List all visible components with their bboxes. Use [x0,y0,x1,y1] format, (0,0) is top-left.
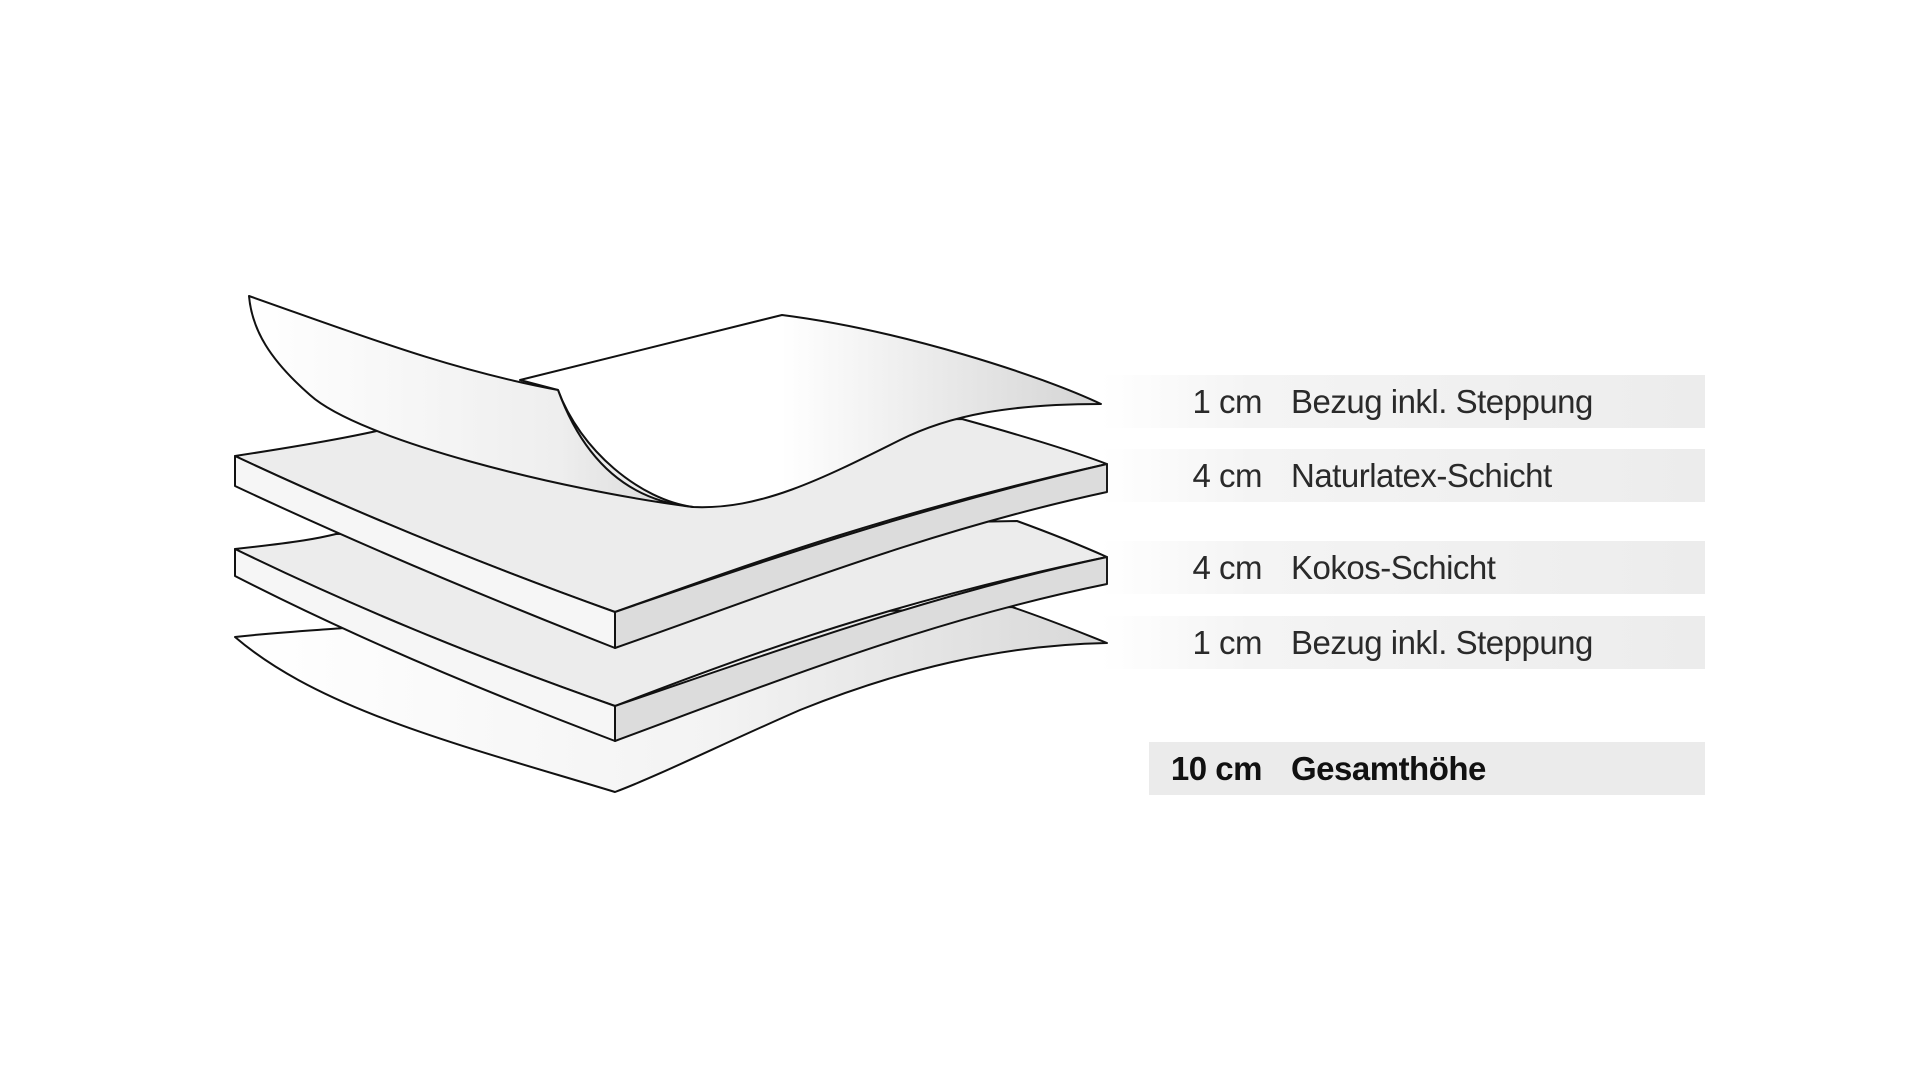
layer-thickness: 4 cm [1192,457,1262,494]
layer-name: Bezug inkl. Steppung [1291,624,1593,661]
latex-layer-slab [234,418,1108,649]
layer-name: Kokos-Schicht [1291,549,1496,586]
layer-row-bottom-cover: 1 cm Bezug inkl. Steppung [1101,616,1705,669]
total-height-row: 10 cm Gesamthöhe [1149,742,1705,795]
total-label: Gesamthöhe [1291,750,1486,787]
layer-thickness: 4 cm [1192,549,1262,586]
layer-row-top-cover: 1 cm Bezug inkl. Steppung [1101,375,1705,428]
layer-row-coconut: 4 cm Kokos-Schicht [1101,541,1705,594]
layer-thickness: 1 cm [1192,383,1262,420]
layer-name: Naturlatex-Schicht [1291,457,1552,494]
top-cover-sheet [519,314,1102,509]
layer-name: Bezug inkl. Steppung [1291,383,1593,420]
layer-row-latex: 4 cm Naturlatex-Schicht [1101,449,1705,502]
top-cover-flap [248,295,694,508]
layer-thickness: 1 cm [1192,624,1262,661]
total-thickness: 10 cm [1170,750,1263,787]
